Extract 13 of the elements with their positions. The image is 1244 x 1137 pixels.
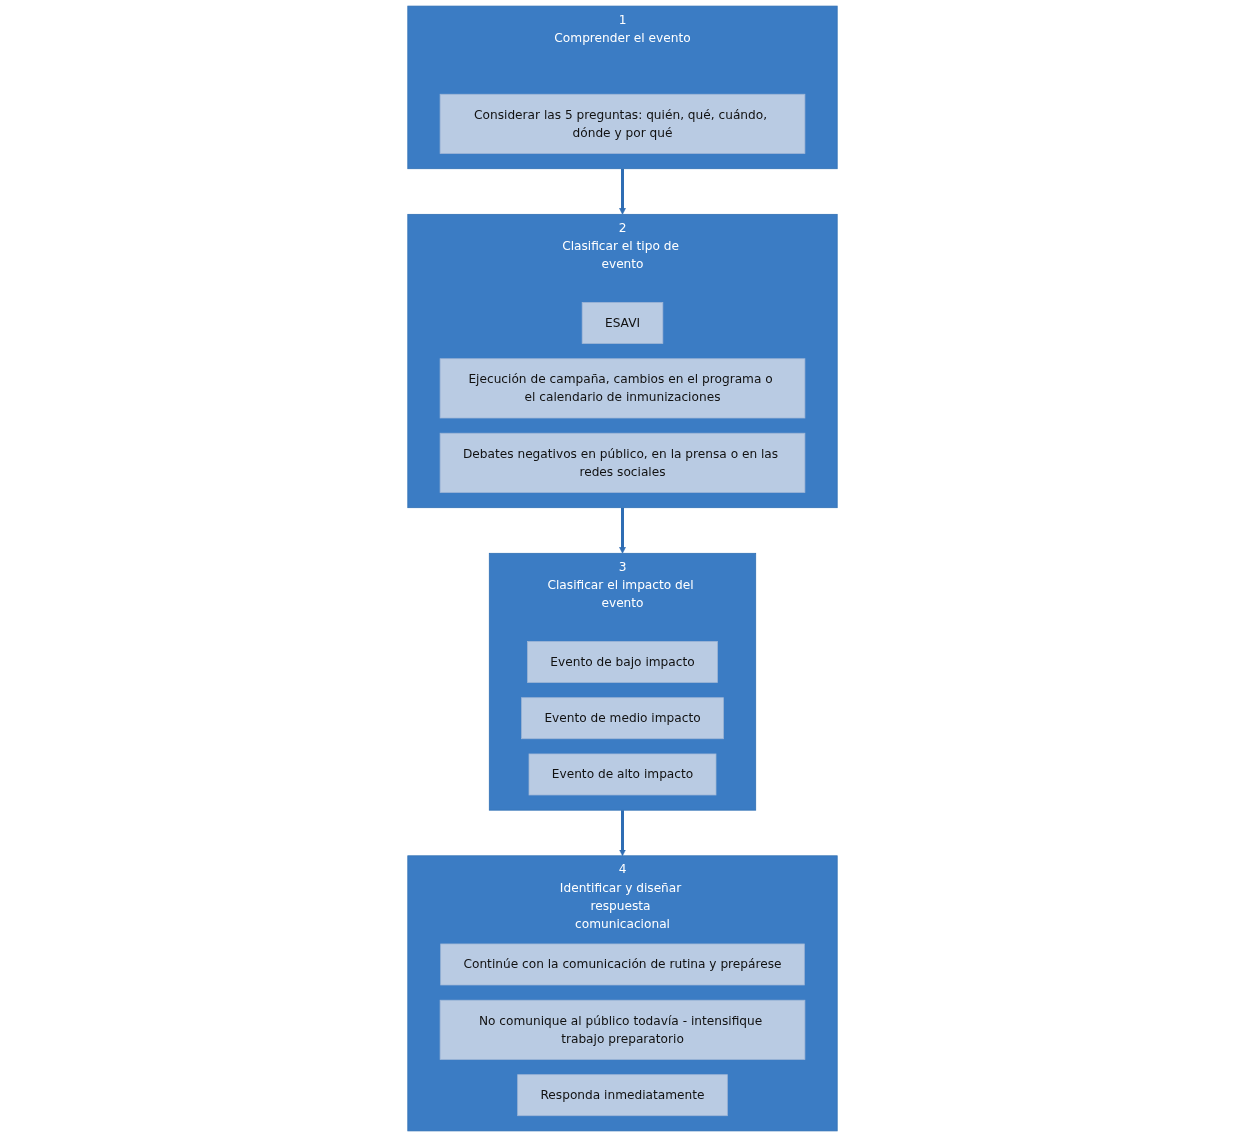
node-box: ESAVI — [581, 302, 663, 344]
node-box: Evento de alto impacto — [528, 753, 716, 796]
node-box: No comunique al público todavía - intensifique trabajo preparatorio — [439, 999, 805, 1060]
node-box: Debates negativos en público, en la prensa o en las redes sociales — [439, 432, 805, 493]
node-box: Considerar las 5 preguntas: quién, qué, cuándo, dónde y por qué — [439, 93, 805, 154]
node-box: Ejecución de campaña, cambios en el programa o el calendario de inmunizaciones — [439, 358, 805, 419]
node-box: Continúe con la comunicación de rutina y prepárese — [439, 943, 805, 986]
node-box: Evento de medio impacto — [520, 697, 724, 740]
arrow — [618, 507, 626, 554]
arrow — [618, 168, 626, 215]
node-box: Responda inmediatamente — [516, 1074, 728, 1117]
node-box: Evento de bajo impacto — [526, 641, 718, 683]
arrow — [618, 810, 626, 857]
